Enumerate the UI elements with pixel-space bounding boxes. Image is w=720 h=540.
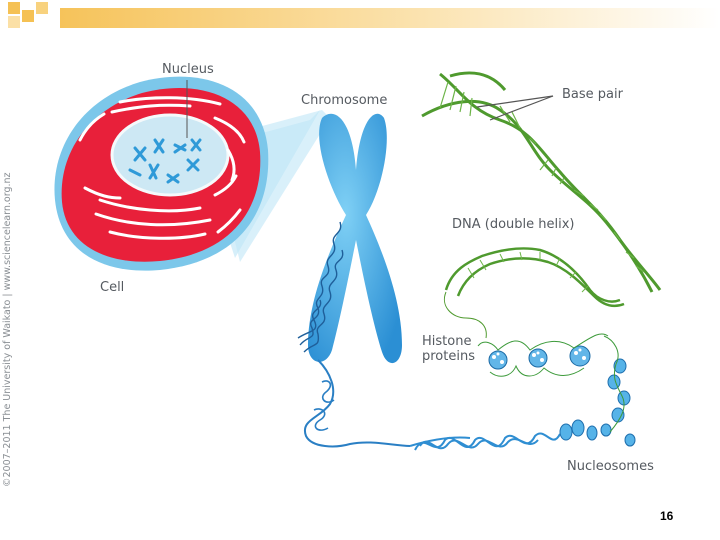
page-number: 16: [660, 509, 674, 523]
histone-label-line1: Histone: [422, 334, 472, 349]
corner-square: [8, 2, 20, 14]
dna-double-helix: [421, 71, 662, 293]
loose-dna-thread: [444, 291, 487, 339]
base-pair-rungs: [439, 81, 645, 273]
corner-square: [8, 16, 20, 28]
histone-label-line2: proteins: [422, 349, 475, 364]
nucleus: [110, 113, 230, 197]
chromatin-fibre: [409, 432, 561, 451]
base-pair-leader: [489, 95, 554, 121]
dna-lower-strand: [444, 247, 625, 308]
nucleus-label: Nucleus: [162, 62, 214, 77]
copyright-text: ©2007–2011 The University of Waikato | w…: [2, 172, 13, 487]
linker-dna: [603, 335, 625, 433]
cell-label: Cell: [100, 280, 125, 295]
cell: [54, 76, 269, 271]
chromosome-label: Chromosome: [301, 93, 388, 108]
dna-lower-rungs: [467, 251, 589, 293]
chromosome: [297, 113, 411, 448]
dna-label: DNA (double helix): [452, 217, 575, 232]
corner-square: [22, 10, 34, 22]
base-pair-leader: [476, 95, 554, 108]
nucleosomes-label: Nucleosomes: [567, 459, 654, 474]
title-bar-decoration: [8, 2, 720, 28]
base-pair-label: Base pair: [562, 87, 623, 102]
corner-square: [36, 2, 48, 14]
histone-proteins: [477, 333, 609, 377]
